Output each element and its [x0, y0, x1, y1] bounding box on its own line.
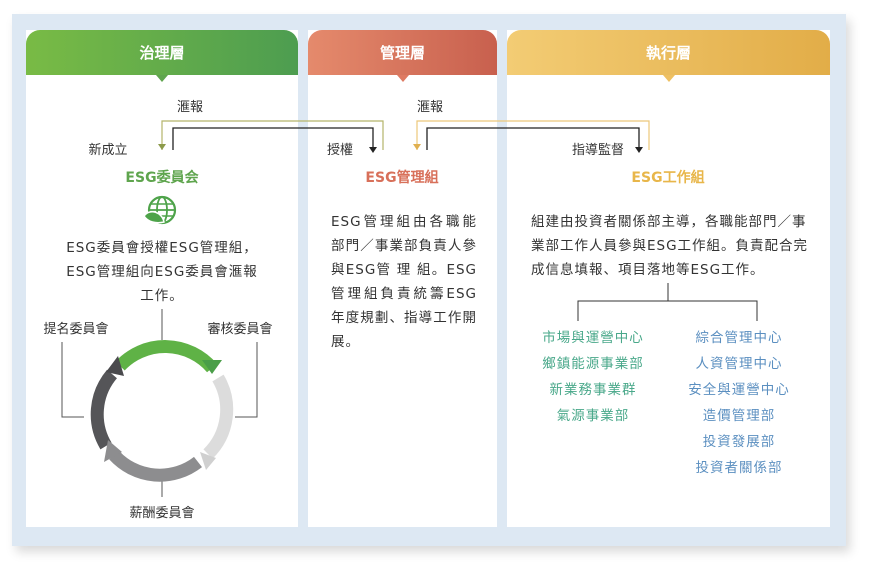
text-line: ESG管理組向ESG委員會滙報: [66, 264, 258, 280]
report-label-1: 滙報: [176, 100, 204, 115]
department-item: 安全與運營中心: [688, 382, 790, 398]
department-item: 氣源事業部: [556, 408, 630, 424]
cycle-arrow: [200, 452, 216, 470]
esg-committee-title: ESG委員会: [125, 170, 199, 186]
cycle-arrow: [202, 360, 222, 374]
report-label-2: 滙報: [416, 100, 444, 115]
management-description: ESG管理組由各職能部門／事業部負責人參 與ESG管 理 組。ESG管理組負責統…: [331, 214, 477, 350]
report-line-1: [161, 120, 384, 150]
department-item: 造價管理部: [702, 408, 776, 424]
cycle-arrow: [106, 356, 124, 376]
committee-cycle: [90, 340, 234, 482]
arrow-head: [413, 144, 421, 150]
working-description: 組建由投資者關係部主導，各職能部門／事業部工作人員參與ESG工作組。負責配合完成…: [531, 214, 809, 278]
guide-label: 指導監督: [571, 143, 625, 158]
connector: [61, 342, 84, 418]
departments-right: 綜合管理中心 人資管理中心 安全與運營中心 造價管理部 投資發展部 投資者關係部: [688, 325, 790, 481]
connector: [577, 300, 758, 321]
execution-header: 執行層: [507, 30, 830, 82]
nomination-committee: 提名委員會: [43, 322, 109, 337]
departments-left: 市場與運營中心 鄉鎮能源事業部 新業務事業群 氣源事業部: [542, 325, 644, 429]
text-line: ESG委員會授權ESG管理組，: [66, 240, 258, 256]
management-column: 管理層: [308, 30, 497, 527]
text-line: 工作。: [140, 288, 184, 304]
department-item: 鄉鎮能源事業部: [542, 356, 644, 372]
department-item: 人資管理中心: [695, 356, 783, 372]
arrow-head: [158, 144, 166, 150]
management-header: 管理層: [308, 30, 497, 82]
authorize-line: [172, 127, 374, 150]
arrow-head: [369, 147, 377, 153]
department-item: 新業務事業群: [549, 382, 637, 398]
arrow-head: [635, 147, 643, 153]
globe-leaf-icon: [143, 195, 177, 225]
governance-column: 治理層: [26, 30, 298, 527]
audit-committee: 審核委員會: [207, 322, 273, 337]
department-item: 投資發展部: [702, 434, 776, 450]
authorize-label: 授權: [326, 143, 354, 158]
esg-working-title: ESG工作組: [631, 170, 705, 186]
department-item: 投資者關係部: [695, 460, 783, 476]
guide-line: [426, 127, 640, 150]
department-item: 市場與運營中心: [542, 330, 644, 346]
committee-description: ESG委員會授權ESG管理組， ESG管理組向ESG委員會滙報 工作。: [66, 236, 258, 308]
department-item: 綜合管理中心: [695, 330, 783, 346]
new-label: 新成立: [88, 143, 128, 158]
cycle-arrow: [104, 440, 122, 462]
report-line-2: [416, 120, 650, 150]
execution-column: 執行層: [507, 30, 830, 527]
remuneration-committee: 薪酬委員會: [129, 506, 195, 521]
connector: [235, 342, 258, 418]
esg-management-title: ESG管理組: [365, 170, 439, 186]
governance-header: 治理層: [26, 30, 298, 82]
